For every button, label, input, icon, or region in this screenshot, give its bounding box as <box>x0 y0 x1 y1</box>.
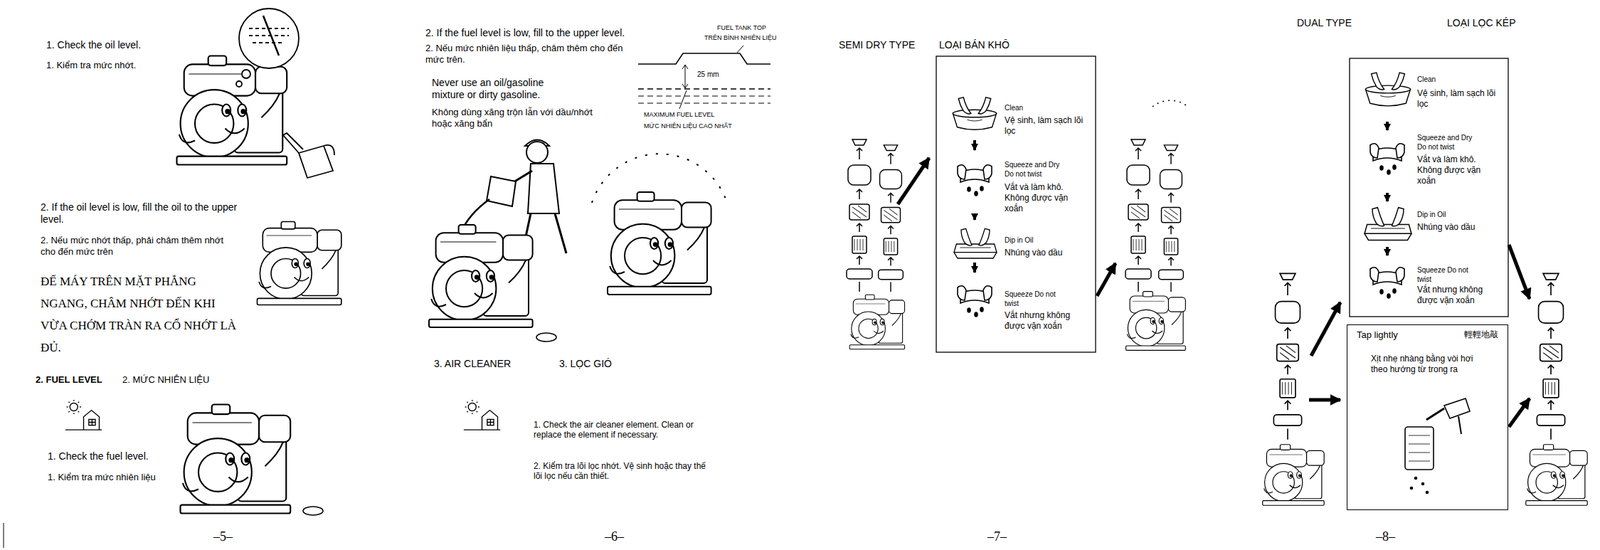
text-label: –5– <box>213 529 233 545</box>
step-text: Xịt nhẹ nhàng bằng vòi hơi theo hướng từ… <box>1370 353 1489 375</box>
text-label: ĐỂ MÁY TRÊN MẶT PHẲNG NGANG, CHÂM NHỚT Đ… <box>40 270 244 359</box>
step-box: Squeeze and Dry Do not twistVắt và làm k… <box>946 150 1093 217</box>
step-arrow <box>1385 192 1389 202</box>
text-label: 3. LỌC GIÓ <box>559 357 612 370</box>
step-box: Squeeze Do not twistVắt nhưng không được… <box>1355 256 1505 312</box>
text-label: FUEL TANK TOP <box>717 24 767 33</box>
text-label: 1. Check the oil level. <box>46 39 141 52</box>
step-text: Squeeze Do not twist <box>1004 290 1062 309</box>
step-text: Vệ sinh, làm sạch lõi lọc <box>1417 88 1499 110</box>
step-arrow <box>973 140 977 151</box>
text-label: 2. MỨC NHIÊN LIỆU <box>122 374 210 386</box>
step-text: Vắt nhưng không được vặn xoắn <box>1417 284 1499 306</box>
step-text: Dip in Oil <box>1004 236 1062 246</box>
text-label: 2. Kiểm tra lõi lọc nhớt. Vệ sinh hoặc t… <box>533 461 715 482</box>
step-text: Nhúng vào dầu <box>1004 247 1085 259</box>
text-label: Never use an oil/gasoline mixture or dir… <box>431 76 575 102</box>
text-label: 1. Check the fuel level. <box>47 450 149 463</box>
step-text: Squeeze and Dry Do not twist <box>1004 160 1062 179</box>
step-text: Vắt và làm khô. Không được vặn xoắn <box>1417 154 1499 187</box>
step-arrow <box>973 217 977 220</box>
text-label: –8– <box>1375 529 1396 545</box>
step-box: CleanVệ sinh, làm sạch lõi lọc <box>946 91 1093 140</box>
text-label: 2. If the oil level is low, fill the oil… <box>40 201 240 226</box>
step-text: Squeeze Do not twist <box>1417 266 1475 284</box>
step-text: 輕輕地敲 <box>1464 329 1499 341</box>
text-label: MỨC NHIÊN LIỆU CAO NHẤT <box>643 122 733 131</box>
step-text: Vắt và làm khô. Không được vặn xoắn <box>1004 182 1085 215</box>
text-label: DUAL TYPE <box>1296 17 1352 30</box>
text-label: SEMI DRY TYPE <box>838 39 915 52</box>
step-text: Clean <box>1004 103 1062 114</box>
text-label: 2. If the fuel level is low, fill to the… <box>425 27 625 40</box>
text-label: –6– <box>604 529 624 545</box>
text-label: 1. Kiểm tra mức nhớt. <box>46 59 136 72</box>
step-box: Squeeze Do not twistVắt nhưng không được… <box>946 273 1093 338</box>
step-box: Dip in OilNhúng vào dầu <box>946 220 1093 262</box>
text-label: LOẠI BÁN KHÔ <box>939 39 1010 52</box>
text-label: MAXIMUM FUEL LEVEL <box>643 110 715 119</box>
step-text: Squeeze and Dry Do not twist <box>1417 133 1475 152</box>
text-label: 25 mm <box>697 70 720 79</box>
step-text: Nhúng vào dầu <box>1417 221 1499 233</box>
step-arrow <box>973 262 977 273</box>
text-label: 1. Check the air cleaner element. Clean … <box>533 419 715 441</box>
step-text: Clean <box>1417 75 1475 85</box>
text-label: 2. FUEL LEVEL <box>35 374 103 386</box>
text-label: 1. Kiểm tra mức nhiên liệu <box>47 471 156 484</box>
step-text: Tap lightly <box>1356 329 1398 341</box>
step-text: Vệ sinh, làm sạch lõi lọc <box>1004 115 1085 137</box>
text-label: Không dùng xăng trộn lẫn với dầu/nhớt ho… <box>431 106 607 129</box>
text-label: TRÊN BÌNH NHIÊN LIỆU <box>704 34 777 42</box>
step-box: Squeeze and Dry Do not twistVắt và làm k… <box>1355 130 1505 193</box>
text-label: LOẠI LỌC KÉP <box>1447 17 1516 30</box>
step-box: Dip in OilNhúng vào dầu <box>1355 202 1505 247</box>
step-text: Vắt nhưng không được vặn xoắn <box>1004 310 1085 332</box>
note-box: Tap lightly 輕輕地敲 Xịt nhẹ nhàng bằng vòi hơ… <box>1346 324 1509 511</box>
step-box: Clean Vệ sinh, làm sạch lõi lọc <box>1355 65 1505 121</box>
text-label: 2. Nếu mức nhiên liệu thấp, châm thêm ch… <box>425 42 632 65</box>
text-label: 2. Nếu mức nhớt thấp, phải châm thêm nhớ… <box>40 234 230 257</box>
text-label: –7– <box>987 529 1007 545</box>
step-arrow <box>1385 246 1389 256</box>
text-label: 3. AIR CLEANER <box>433 357 511 370</box>
step-arrow <box>1385 121 1389 131</box>
step-text: Dip in Oil <box>1417 210 1475 220</box>
